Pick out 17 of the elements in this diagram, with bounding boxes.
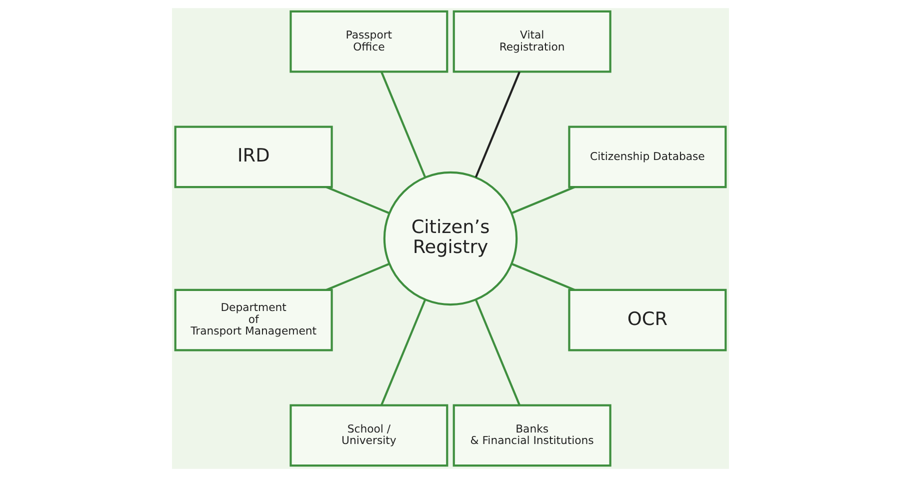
connector (510, 186, 574, 214)
connector (510, 262, 574, 291)
node-box: OCR (568, 288, 726, 352)
node-box: Citizenship Database (568, 126, 726, 188)
node-box: Vital Registration (452, 10, 611, 73)
node-box: Passport Office (289, 10, 448, 73)
connector (326, 186, 390, 214)
connector (474, 72, 520, 178)
connector (380, 299, 426, 406)
node-circle: Citizen’s Registry (382, 171, 518, 306)
connector (326, 262, 390, 291)
node-box: Department of Transport Management (174, 288, 332, 352)
node-box: Banks & Financial Institutions (452, 404, 611, 467)
node-box: IRD (174, 126, 332, 188)
node-box: School / University (289, 404, 448, 467)
connector (474, 299, 520, 406)
connector (380, 72, 426, 178)
